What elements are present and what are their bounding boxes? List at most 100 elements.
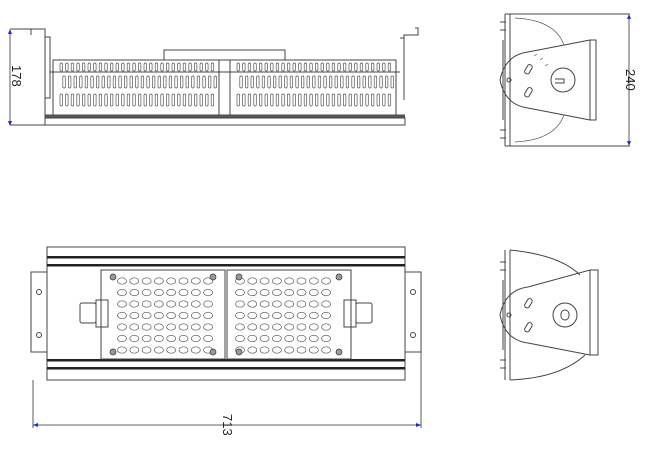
fin-slot: [292, 93, 296, 107]
fin-slot: [267, 75, 271, 89]
fin-slot: [208, 75, 212, 89]
fin-slot: [93, 62, 97, 72]
fin-slot: [93, 93, 97, 107]
fin-slot: [329, 75, 333, 89]
led-lens: [296, 323, 307, 331]
led-lens: [284, 300, 295, 308]
led-lens: [190, 300, 201, 308]
led-lens: [203, 311, 213, 320]
adjust-knob: [550, 67, 576, 93]
led-lens: [190, 323, 201, 331]
fin-slot: [174, 75, 178, 89]
led-lens: [141, 300, 152, 308]
fin-slot: [154, 93, 159, 107]
fin-slot: [301, 75, 305, 89]
led-lens: [284, 346, 295, 354]
fin-slot: [354, 62, 358, 72]
led-lens: [321, 346, 331, 354]
led-lens: [203, 300, 213, 308]
fin-slot: [303, 93, 308, 107]
fin-slot: [247, 62, 252, 72]
screw-icon: [109, 273, 117, 281]
fin-slot: [376, 93, 380, 107]
fin-slot: [213, 75, 217, 89]
led-lens: [203, 334, 213, 343]
fin-slot: [112, 75, 117, 89]
led-lens: [141, 334, 152, 343]
led-lens: [308, 334, 319, 343]
led-lens: [308, 323, 319, 331]
dimension-label-240: 240: [623, 69, 638, 91]
fin-slot: [129, 75, 133, 89]
led-lens: [154, 346, 164, 354]
led-lens: [296, 288, 307, 297]
led-lens: [247, 334, 258, 343]
led-lens: [321, 288, 331, 297]
led-lens: [166, 311, 177, 320]
fin-slot: [250, 75, 254, 89]
fin-slot: [287, 62, 291, 72]
fin-slot: [177, 62, 181, 72]
side-view-upper: 240: [499, 13, 638, 147]
fin-slot: [270, 93, 274, 107]
fin-slot: [359, 62, 364, 72]
fin-slot: [340, 75, 344, 89]
fin-slot: [210, 62, 215, 72]
led-lens: [129, 346, 140, 354]
fin-slot: [194, 93, 198, 107]
fin-slot: [70, 93, 75, 107]
fin-slot: [171, 62, 175, 72]
led-lens: [284, 323, 295, 331]
led-lens: [259, 288, 270, 297]
junction-box: [163, 49, 286, 61]
led-lens: [321, 323, 331, 331]
fin-slot: [315, 93, 319, 107]
led-lens: [190, 311, 201, 320]
mounting-plate-lower: [499, 269, 591, 356]
led-lens: [117, 277, 127, 285]
fin-slot: [59, 93, 63, 107]
led-lens: [129, 288, 140, 297]
led-lens: [235, 300, 245, 308]
led-lens: [117, 334, 127, 343]
led-lens: [129, 277, 140, 285]
led-lens: [141, 288, 152, 297]
led-lens: [272, 277, 282, 285]
fin-slot: [110, 62, 114, 72]
fin-slot: [177, 93, 181, 107]
fin-slot: [146, 75, 150, 89]
fin-slot: [126, 93, 131, 107]
fin-slot: [320, 62, 324, 72]
fin-slot: [138, 62, 142, 72]
led-module-bottom-left: [100, 269, 226, 360]
fin-slot: [373, 75, 378, 89]
led-lens: [154, 334, 164, 343]
fin-slot: [115, 62, 119, 72]
fin-slot: [132, 93, 136, 107]
fin-slot: [205, 93, 209, 107]
led-lens: [308, 300, 319, 308]
led-lens: [178, 323, 189, 331]
fin-slot: [275, 62, 280, 72]
led-lens: [321, 277, 331, 285]
led-lens: [321, 311, 331, 320]
fin-slot: [107, 75, 111, 89]
fin-slot: [323, 75, 327, 89]
led-lens: [166, 277, 177, 285]
led-lens: [178, 288, 189, 297]
fin-slot: [326, 62, 330, 72]
fin-slot: [365, 62, 369, 72]
fin-slot: [295, 75, 299, 89]
led-lens: [203, 277, 213, 285]
led-lens: [235, 288, 245, 297]
fin-slot: [180, 75, 184, 89]
fin-slot: [194, 62, 198, 72]
fin-slot: [242, 93, 246, 107]
fin-slot: [239, 75, 243, 89]
fin-slot: [253, 62, 257, 72]
fin-slot: [315, 62, 319, 72]
dimension-label-178: 178: [9, 65, 24, 87]
led-lens: [284, 311, 295, 320]
fin-slot: [199, 93, 203, 107]
led-lens: [272, 323, 282, 331]
